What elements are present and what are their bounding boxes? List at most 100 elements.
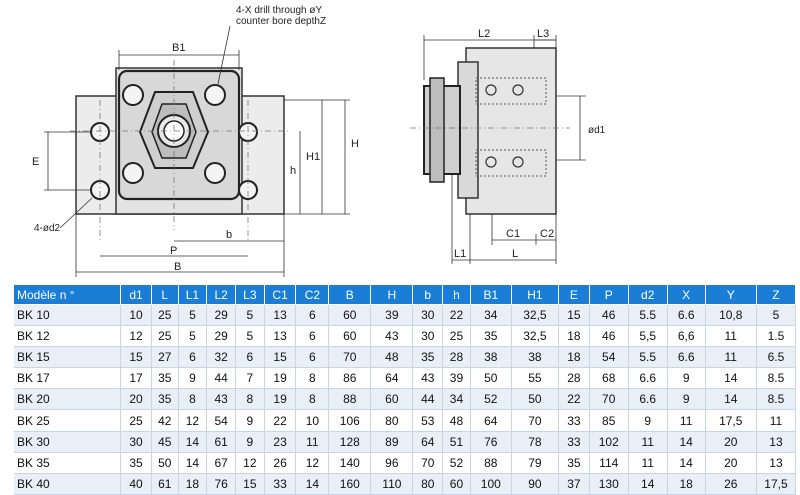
value-cell: 30 (412, 325, 444, 348)
value-cell: 34 (470, 304, 512, 327)
value-cell: 22 (442, 304, 471, 327)
value-cell: 48 (442, 409, 471, 432)
column-header: L (151, 285, 179, 305)
value-cell: 35 (151, 388, 179, 411)
value-cell: 5 (178, 325, 208, 348)
value-cell: 25 (151, 304, 179, 327)
value-cell: 29 (206, 325, 236, 348)
value-cell: 37 (558, 473, 590, 495)
label-B1: B1 (172, 42, 185, 54)
value-cell: 90 (511, 473, 559, 495)
value-cell: 54 (206, 409, 236, 432)
model-cell: BK 30 (14, 431, 122, 453)
value-cell: 14 (705, 388, 757, 411)
value-cell: 53 (412, 409, 444, 432)
value-cell: 29 (206, 304, 236, 327)
value-cell: 60 (442, 473, 471, 495)
value-cell: 11 (756, 409, 797, 432)
value-cell: 14 (628, 473, 668, 495)
column-header: C2 (295, 285, 330, 305)
value-cell: 32,5 (511, 325, 559, 348)
value-cell: 86 (328, 367, 372, 390)
value-cell: 80 (412, 473, 444, 495)
label-B: B (174, 261, 181, 273)
value-cell: 46 (589, 304, 629, 327)
value-cell: 70 (511, 409, 559, 432)
value-cell: 6.6 (667, 304, 706, 327)
column-header: Modèle n ° (14, 285, 122, 305)
value-cell: 68 (589, 367, 629, 390)
value-cell: 11 (628, 431, 668, 453)
value-cell: 110 (370, 473, 414, 495)
value-cell: 1.5 (756, 325, 797, 348)
value-cell: 6 (235, 346, 265, 369)
value-cell: 6 (178, 346, 208, 369)
value-cell: 8 (295, 388, 330, 411)
note-line-1: 4-X drill through øY (236, 5, 322, 16)
value-cell: 13 (756, 431, 797, 453)
value-cell: 10,8 (705, 304, 757, 327)
value-cell: 5.5 (628, 304, 668, 327)
column-header: L3 (235, 285, 265, 305)
column-header: P (589, 285, 629, 305)
value-cell: 13 (264, 325, 297, 348)
value-cell: 5 (756, 304, 797, 327)
value-cell: 14 (178, 452, 208, 474)
value-cell: 54 (589, 346, 629, 369)
value-cell: 15 (264, 346, 297, 369)
value-cell: 25 (120, 409, 152, 432)
column-header: Z (756, 285, 797, 305)
value-cell: 15 (558, 304, 590, 327)
value-cell: 50 (470, 367, 512, 390)
value-cell: 102 (589, 431, 629, 453)
value-cell: 35 (558, 452, 590, 474)
value-cell: 10 (120, 304, 152, 327)
label-C1: C1 (506, 228, 520, 240)
value-cell: 6 (295, 325, 330, 348)
value-cell: 8 (178, 388, 208, 411)
value-cell: 26 (264, 452, 297, 474)
value-cell: 22 (558, 388, 590, 411)
value-cell: 6 (295, 346, 330, 369)
column-header: H (370, 285, 414, 305)
value-cell: 19 (264, 388, 297, 411)
value-cell: 19 (264, 367, 297, 390)
value-cell: 12 (295, 452, 330, 474)
value-cell: 18 (558, 325, 590, 348)
model-cell: BK 15 (14, 346, 122, 369)
value-cell: 64 (412, 431, 444, 453)
value-cell: 35 (412, 346, 444, 369)
value-cell: 20 (705, 431, 757, 453)
value-cell: 35 (151, 367, 179, 390)
model-cell: BK 10 (14, 304, 122, 327)
value-cell: 61 (151, 473, 179, 495)
label-L2: L2 (478, 28, 490, 40)
label-d1: ød1 (588, 125, 606, 136)
value-cell: 17,5 (705, 409, 757, 432)
value-cell: 43 (206, 388, 236, 411)
value-cell: 39 (442, 367, 471, 390)
column-header: d1 (120, 285, 152, 305)
value-cell: 88 (470, 452, 512, 474)
value-cell: 27 (151, 346, 179, 369)
model-cell: BK 40 (14, 473, 122, 495)
value-cell: 6,6 (667, 325, 706, 348)
value-cell: 78 (511, 431, 559, 453)
value-cell: 11 (667, 409, 706, 432)
value-cell: 40 (120, 473, 152, 495)
value-cell: 38 (511, 346, 559, 369)
value-cell: 25 (442, 325, 471, 348)
side-view (410, 35, 586, 264)
value-cell: 5 (178, 304, 208, 327)
value-cell: 33 (558, 431, 590, 453)
value-cell: 5.5 (628, 346, 668, 369)
value-cell: 33 (264, 473, 297, 495)
value-cell: 35 (470, 325, 512, 348)
